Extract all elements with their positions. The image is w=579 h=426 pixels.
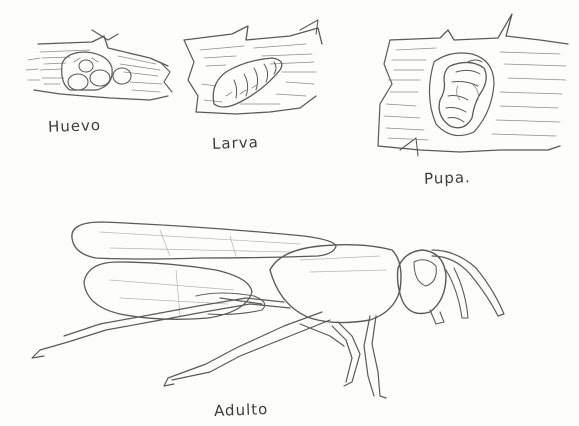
adult-wasp-illustration <box>32 222 504 398</box>
label-adult: Adulto <box>214 400 269 420</box>
label-egg: Huevo <box>48 116 102 136</box>
label-pupa: Pupa. <box>424 168 471 188</box>
pupa-twig-illustration <box>378 14 568 156</box>
label-larva: Larva <box>212 133 259 153</box>
egg-twig-illustration <box>26 30 172 100</box>
larva-twig-illustration <box>184 20 322 114</box>
